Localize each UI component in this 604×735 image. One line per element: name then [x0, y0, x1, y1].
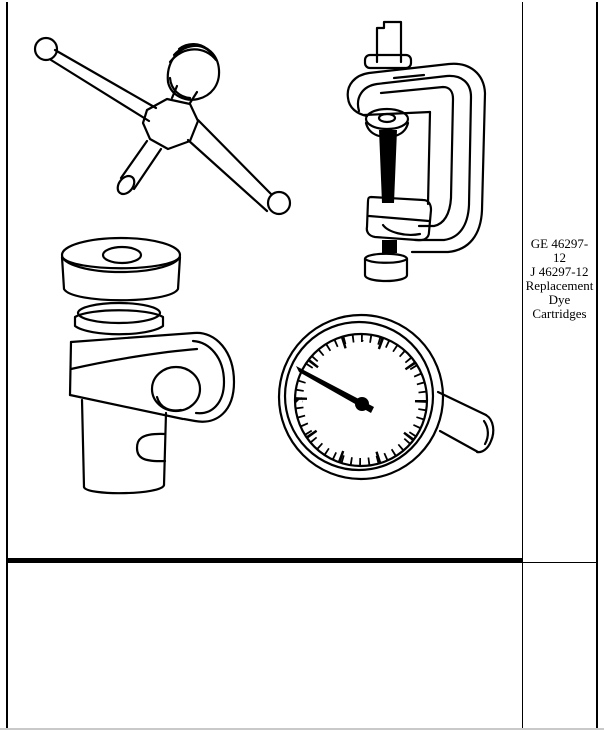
second-row-right-cell	[523, 563, 596, 728]
label-line: GE 46297-	[530, 236, 589, 251]
label-cell: GE 46297- 12 J 46297-12 Replacement Dye …	[523, 0, 596, 558]
row-divider-thin	[523, 562, 598, 563]
dial-indicator-drawing	[277, 313, 495, 481]
tool-label: GE 46297- 12 J 46297-12 Replacement Dye …	[523, 237, 596, 321]
label-line: 12	[553, 250, 566, 265]
row-divider-thick	[6, 558, 523, 563]
second-row-left-cell	[8, 563, 522, 728]
c-clamp-drawing	[346, 20, 487, 283]
table-border-right	[596, 2, 598, 729]
page-bottom-edge	[0, 728, 604, 730]
label-line: Cartridges	[532, 306, 587, 321]
table-divider-vertical	[522, 2, 523, 729]
table-border-left	[6, 2, 8, 729]
swivel-clamp-fixture-drawing	[60, 236, 236, 495]
label-line: Replacement	[525, 278, 594, 293]
label-line: J 46297-12	[530, 264, 589, 279]
label-line: Dye	[548, 292, 571, 307]
cross-handle-driver-drawing	[33, 36, 292, 216]
tools-illustration	[33, 20, 495, 495]
illustration-cell	[7, 2, 521, 558]
